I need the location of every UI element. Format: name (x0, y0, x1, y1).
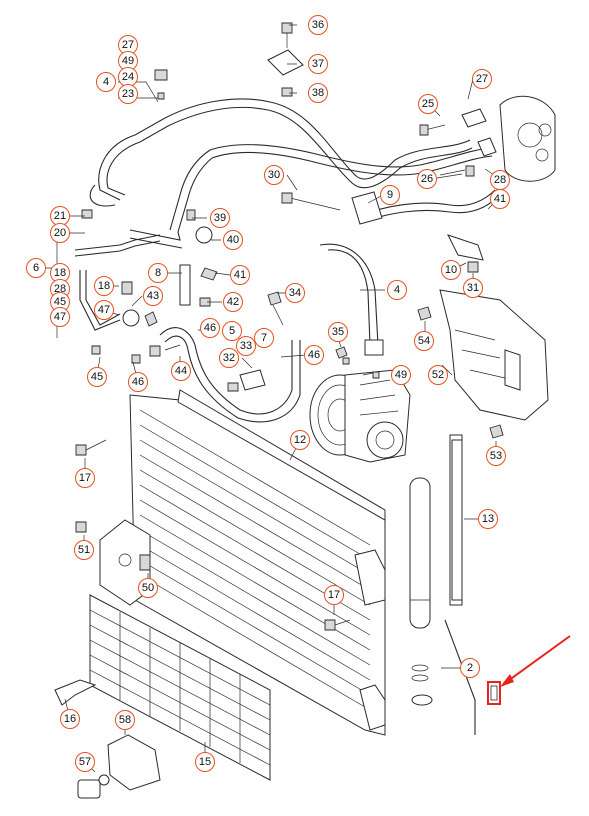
compressor (309, 369, 411, 463)
callout-13[interactable]: 13 (478, 509, 498, 529)
callout-57[interactable]: 57 (75, 752, 95, 772)
callout-4[interactable]: 4 (96, 72, 116, 92)
callout-23[interactable]: 23 (118, 84, 138, 104)
bracket-52 (439, 289, 549, 421)
callout-9[interactable]: 9 (380, 185, 400, 205)
callout-52[interactable]: 52 (428, 365, 448, 385)
suction-hose (89, 98, 473, 207)
callout-18[interactable]: 18 (50, 263, 70, 283)
callout-49[interactable]: 49 (118, 51, 138, 71)
callout-27[interactable]: 27 (118, 35, 138, 55)
callout-32[interactable]: 32 (219, 348, 239, 368)
callout-24[interactable]: 24 (118, 67, 138, 87)
callout-46[interactable]: 46 (200, 318, 220, 338)
callout-10[interactable]: 10 (441, 260, 461, 280)
callout-49[interactable]: 49 (391, 365, 411, 385)
callout-8[interactable]: 8 (148, 263, 168, 283)
sensor-57-and-bracket-58 (77, 734, 161, 799)
callout-46[interactable]: 46 (304, 345, 324, 365)
callout-2[interactable]: 2 (460, 658, 480, 678)
callout-40[interactable]: 40 (223, 230, 243, 250)
callout-36[interactable]: 36 (308, 15, 328, 35)
fasteners (75, 22, 504, 631)
callout-21[interactable]: 21 (50, 206, 70, 226)
callout-39[interactable]: 39 (210, 208, 230, 228)
callout-47[interactable]: 47 (94, 300, 114, 320)
callout-6[interactable]: 6 (26, 258, 46, 278)
callout-51[interactable]: 51 (74, 540, 94, 560)
callout-18[interactable]: 18 (94, 276, 114, 296)
receiver-drier (409, 434, 476, 735)
callout-17[interactable]: 17 (75, 468, 95, 488)
callout-46[interactable]: 46 (128, 372, 148, 392)
callout-58[interactable]: 58 (115, 710, 135, 730)
callout-7[interactable]: 7 (254, 328, 274, 348)
callout-15[interactable]: 15 (195, 752, 215, 772)
hose-4-lower (319, 243, 384, 356)
expansion-valve-block (461, 95, 556, 182)
grille-15 (89, 594, 271, 781)
pressure-hose (129, 144, 493, 249)
callout-25[interactable]: 25 (418, 94, 438, 114)
callout-16[interactable]: 16 (60, 709, 80, 729)
clip-16 (54, 679, 97, 706)
callout-53[interactable]: 53 (486, 446, 506, 466)
highlight-annotation (487, 635, 571, 705)
callout-47[interactable]: 47 (50, 307, 70, 327)
callout-44[interactable]: 44 (171, 361, 191, 381)
callout-20[interactable]: 20 (50, 223, 70, 243)
callout-28[interactable]: 28 (490, 170, 510, 190)
callout-26[interactable]: 26 (417, 169, 437, 189)
callout-17[interactable]: 17 (324, 585, 344, 605)
callout-27[interactable]: 27 (472, 69, 492, 89)
callout-33[interactable]: 33 (236, 336, 256, 356)
callout-12[interactable]: 12 (290, 430, 310, 450)
pipe-set-6 (74, 234, 161, 331)
callout-42[interactable]: 42 (223, 292, 243, 312)
callout-37[interactable]: 37 (308, 54, 328, 74)
bracket-51 (99, 519, 151, 606)
callout-41[interactable]: 41 (230, 265, 250, 285)
callout-54[interactable]: 54 (414, 331, 434, 351)
callout-38[interactable]: 38 (308, 83, 328, 103)
callout-43[interactable]: 43 (143, 286, 163, 306)
hose-5 (159, 327, 301, 423)
condenser (129, 389, 386, 736)
callout-4[interactable]: 4 (387, 280, 407, 300)
callout-30[interactable]: 30 (264, 165, 284, 185)
callout-50[interactable]: 50 (138, 578, 158, 598)
callout-5[interactable]: 5 (222, 321, 242, 341)
liquid-line-right (351, 189, 499, 225)
callout-31[interactable]: 31 (463, 278, 483, 298)
seal-strip-13 (451, 439, 463, 601)
callout-35[interactable]: 35 (328, 322, 348, 342)
callout-41[interactable]: 41 (490, 189, 510, 209)
callout-34[interactable]: 34 (285, 283, 305, 303)
callout-45[interactable]: 45 (87, 367, 107, 387)
